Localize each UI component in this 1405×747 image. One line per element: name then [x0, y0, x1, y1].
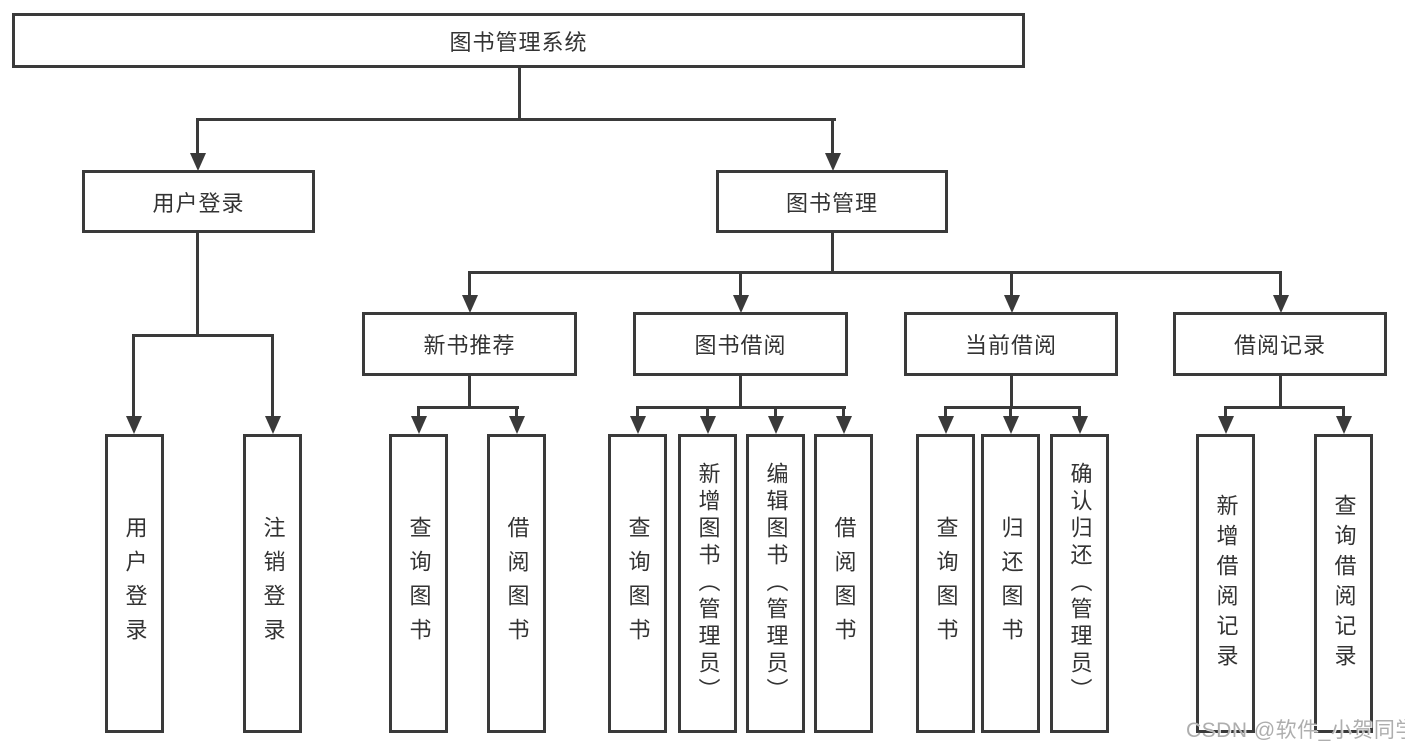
connector-line — [636, 406, 639, 418]
leaf-query-book-recommend: 查询图书 — [389, 434, 448, 733]
leaf-borrow-book-recommend-label: 借阅图书 — [504, 515, 530, 652]
node-root: 图书管理系统 — [12, 13, 1025, 68]
node-user-login-label: 用户登录 — [152, 190, 245, 216]
connector-line — [132, 334, 274, 337]
leaf-add-book-admin: 新增图书（管理员） — [678, 434, 737, 733]
connector-line — [739, 271, 742, 297]
arrow-down-icon — [509, 416, 525, 434]
leaf-query-book-recommend-label: 查询图书 — [406, 515, 432, 652]
leaf-confirm-return-admin-label: 确认归还（管理员） — [1067, 462, 1093, 705]
arrow-down-icon — [1004, 295, 1020, 313]
connector-line — [1224, 406, 1227, 418]
node-book-borrowing: 图书借阅 — [633, 312, 848, 376]
leaf-query-book-current: 查询图书 — [916, 434, 975, 733]
leaf-add-borrow-record-label: 新增借阅记录 — [1213, 493, 1239, 674]
leaf-query-borrow-record: 查询借阅记录 — [1314, 434, 1373, 733]
leaf-return-book: 归还图书 — [981, 434, 1040, 733]
arrow-down-icon — [126, 416, 142, 434]
connector-line — [944, 406, 1081, 409]
connector-line — [706, 406, 709, 418]
connector-line — [196, 118, 199, 156]
connector-line — [636, 406, 846, 409]
connector-line — [1224, 406, 1345, 409]
connector-line — [1010, 271, 1013, 297]
node-new-book-recommend-label: 新书推荐 — [423, 333, 516, 358]
arrow-down-icon — [700, 416, 716, 434]
connector-line — [417, 406, 420, 418]
leaf-edit-book-admin-label: 编辑图书（管理员） — [763, 462, 789, 705]
arrow-down-icon — [1072, 416, 1088, 434]
arrow-down-icon — [462, 295, 478, 313]
leaf-add-borrow-record: 新增借阅记录 — [1196, 434, 1255, 733]
connector-line — [196, 233, 199, 337]
arrow-down-icon — [1336, 416, 1352, 434]
node-book-borrowing-label: 图书借阅 — [694, 333, 787, 358]
connector-line — [1010, 376, 1013, 409]
connector-line — [1279, 376, 1282, 409]
node-book-management: 图书管理 — [716, 170, 948, 233]
node-user-login: 用户登录 — [82, 170, 315, 233]
connector-line — [518, 68, 521, 120]
connector-line — [831, 118, 834, 156]
leaf-user-login: 用户登录 — [105, 434, 164, 733]
connector-line — [196, 118, 836, 121]
connector-line — [944, 406, 947, 418]
watermark: CSDN @软件_小贺同学 — [1186, 719, 1405, 742]
connector-line — [132, 334, 135, 416]
leaf-edit-book-admin: 编辑图书（管理员） — [746, 434, 805, 733]
node-borrowing-records: 借阅记录 — [1173, 312, 1387, 376]
connector-line — [417, 406, 519, 409]
node-book-management-label: 图书管理 — [785, 190, 878, 216]
arrow-down-icon — [733, 295, 749, 313]
connector-line — [515, 406, 518, 418]
connector-line — [831, 233, 834, 273]
connector-line — [1009, 406, 1012, 418]
connector-line — [1279, 271, 1282, 297]
arrow-down-icon — [630, 416, 646, 434]
arrow-down-icon — [938, 416, 954, 434]
arrow-down-icon — [1218, 416, 1234, 434]
leaf-add-book-admin-label: 新增图书（管理员） — [695, 462, 721, 705]
node-root-label: 图书管理系统 — [449, 29, 588, 55]
connector-line — [271, 334, 274, 416]
connector-line — [468, 376, 471, 409]
arrow-down-icon — [1273, 295, 1289, 313]
connector-line — [1078, 406, 1081, 418]
connector-line — [774, 406, 777, 418]
node-new-book-recommend: 新书推荐 — [362, 312, 577, 376]
node-current-borrowing: 当前借阅 — [904, 312, 1118, 376]
leaf-user-login-label: 用户登录 — [122, 515, 148, 652]
arrow-down-icon — [768, 416, 784, 434]
arrow-down-icon — [265, 416, 281, 434]
arrow-down-icon — [836, 416, 852, 434]
arrow-down-icon — [411, 416, 427, 434]
leaf-logout: 注销登录 — [243, 434, 302, 733]
connector-line — [739, 376, 742, 409]
connector-line — [842, 406, 845, 418]
leaf-borrow-book-recommend: 借阅图书 — [487, 434, 546, 733]
leaf-borrow-book-borrowing: 借阅图书 — [814, 434, 873, 733]
arrow-down-icon — [190, 153, 206, 171]
connector-line — [1342, 406, 1345, 418]
arrow-down-icon — [825, 153, 841, 171]
leaf-borrow-book-borrowing-label: 借阅图书 — [831, 515, 857, 652]
node-borrowing-records-label: 借阅记录 — [1233, 333, 1326, 358]
connector-line — [468, 271, 471, 297]
leaf-query-book-current-label: 查询图书 — [933, 515, 959, 652]
leaf-confirm-return-admin: 确认归还（管理员） — [1050, 434, 1109, 733]
leaf-query-borrow-record-label: 查询借阅记录 — [1331, 493, 1357, 674]
arrow-down-icon — [1003, 416, 1019, 434]
connector-line — [468, 271, 1282, 274]
leaf-query-book-borrowing: 查询图书 — [608, 434, 667, 733]
leaf-logout-label: 注销登录 — [260, 515, 286, 652]
leaf-return-book-label: 归还图书 — [998, 515, 1024, 652]
node-current-borrowing-label: 当前借阅 — [964, 333, 1057, 358]
leaf-query-book-borrowing-label: 查询图书 — [625, 515, 651, 652]
